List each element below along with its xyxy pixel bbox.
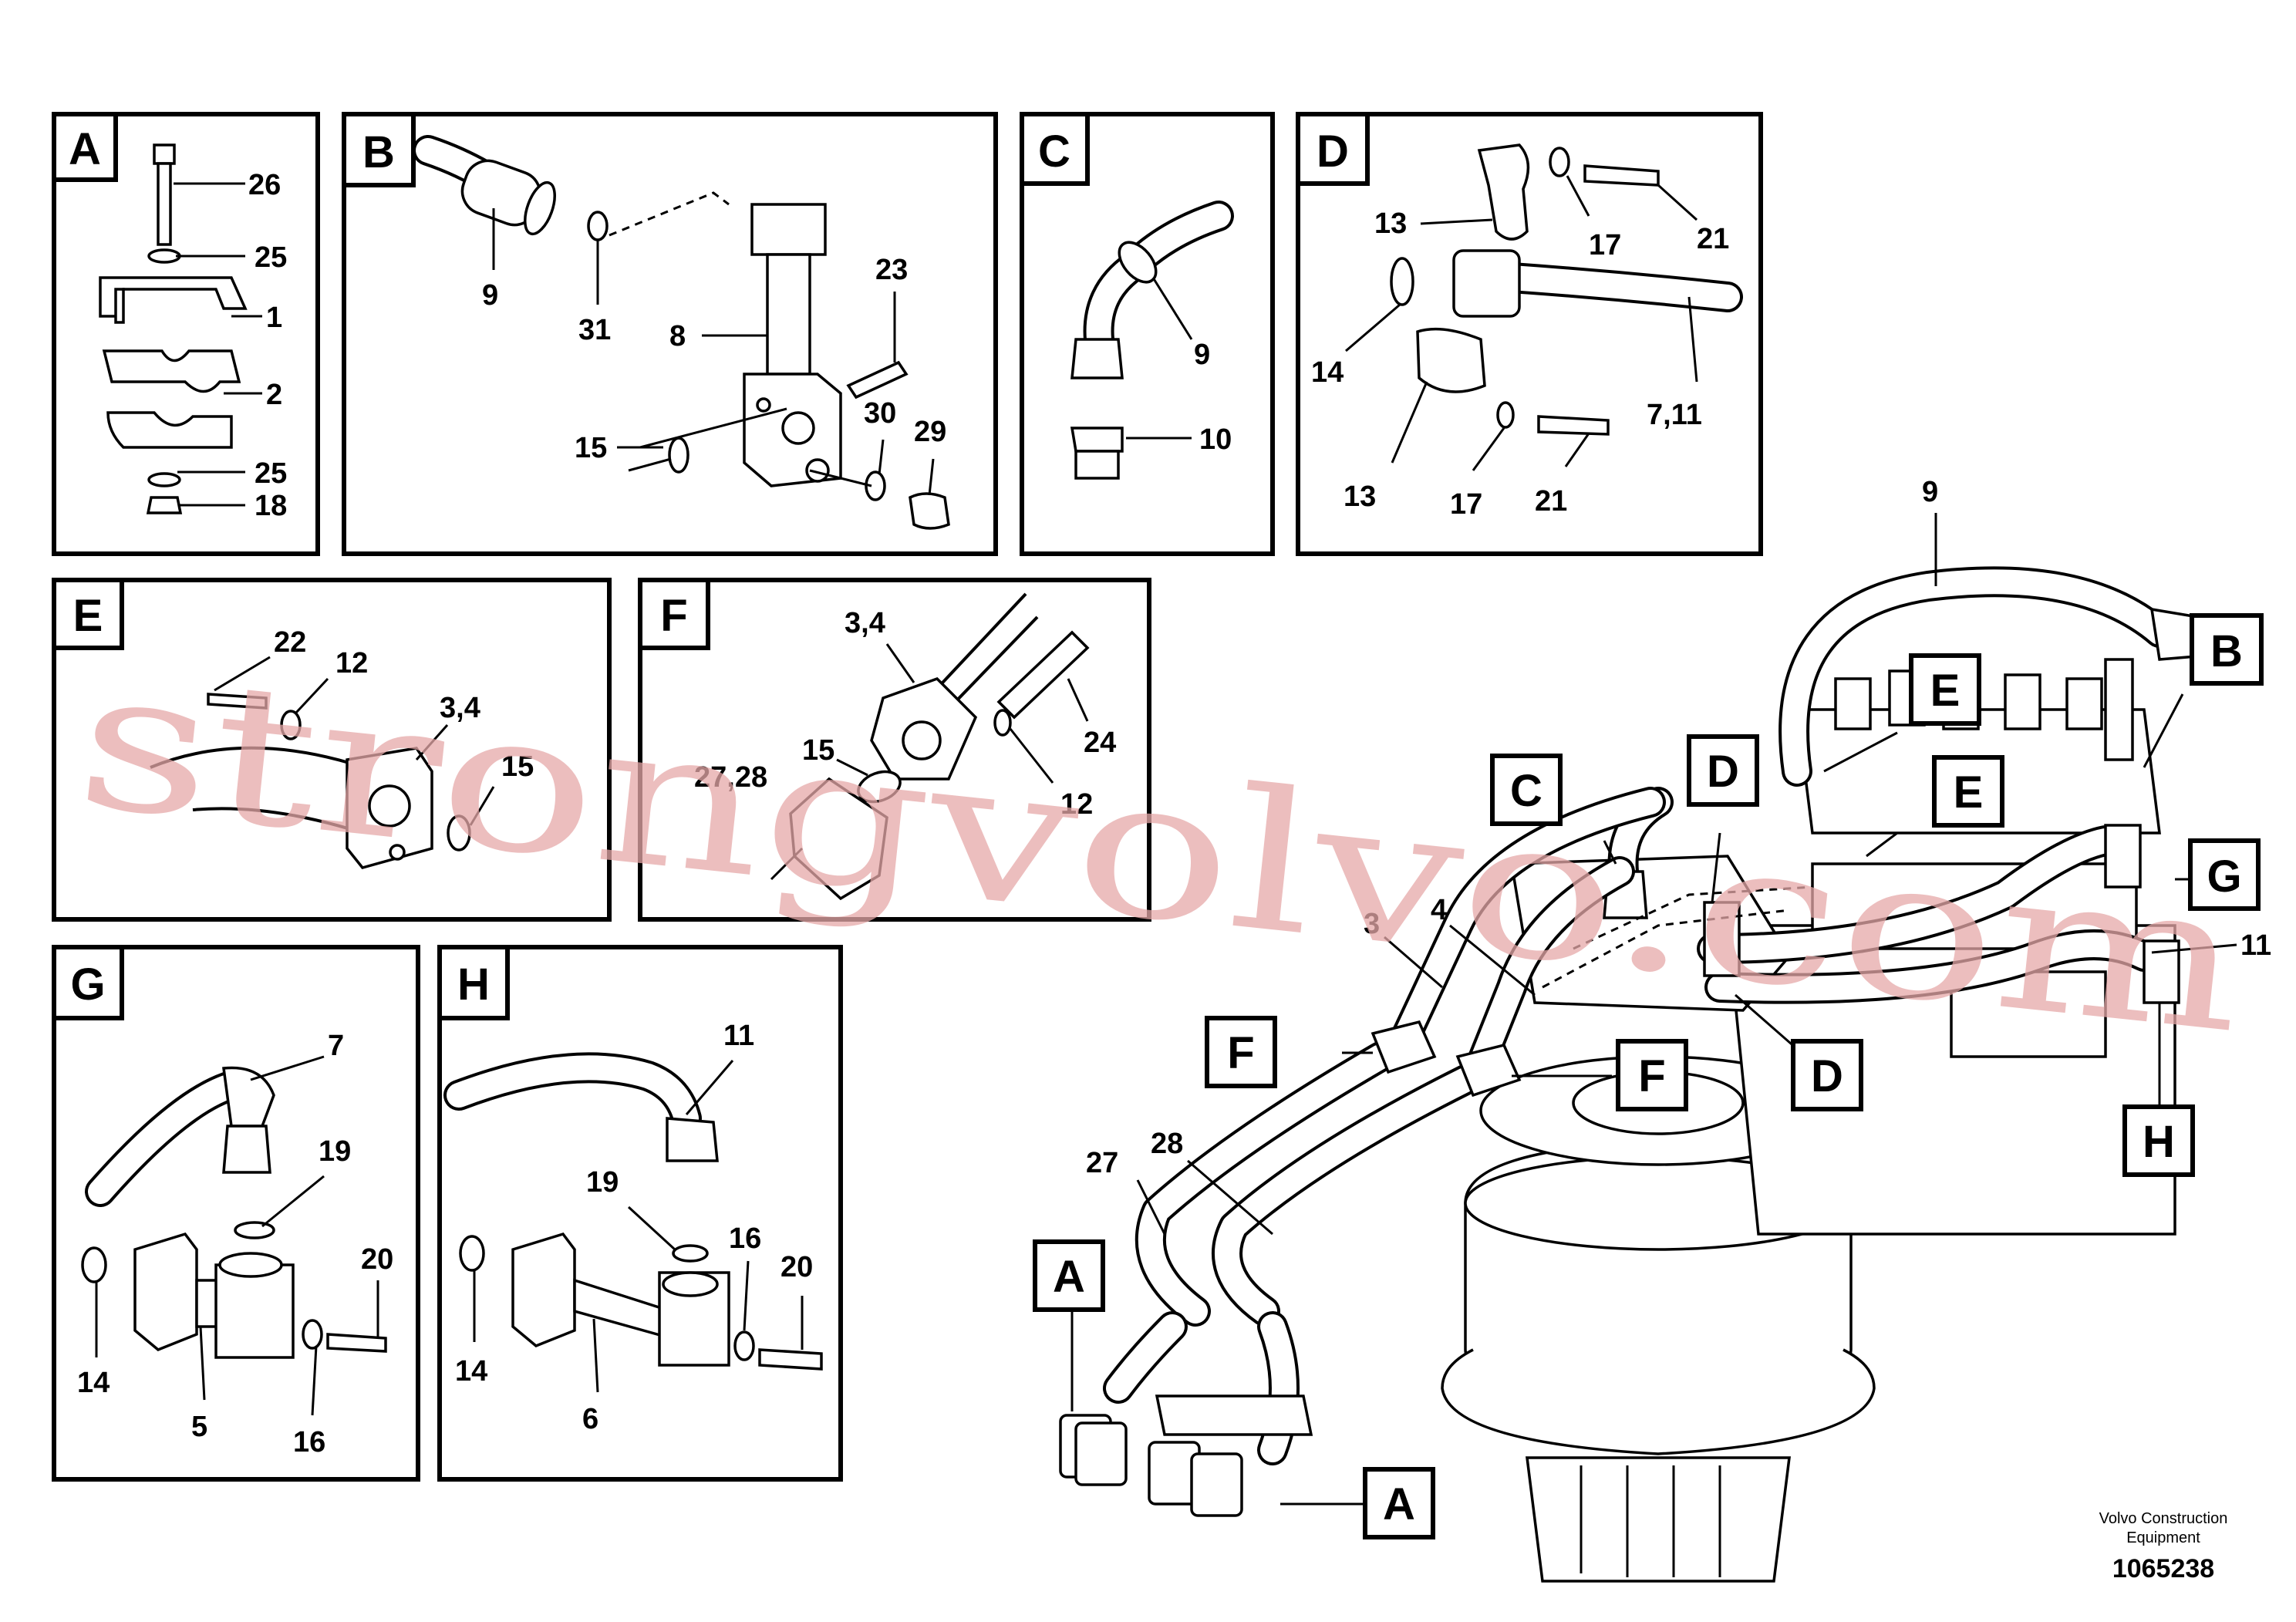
tag-letter: A <box>1383 1479 1415 1529</box>
tag-letter: F <box>1638 1051 1665 1101</box>
callout: 3,4 <box>845 607 885 639</box>
callout: 12 <box>1060 788 1093 821</box>
callout: 21 <box>1697 223 1729 255</box>
detail-panel-e: E 22 12 3,4 15 <box>52 578 612 922</box>
callout: 2 <box>266 379 282 411</box>
callout: 6 <box>582 1403 598 1435</box>
callout: 28 <box>1151 1128 1183 1160</box>
callout: 1 <box>266 302 282 334</box>
callout: 15 <box>802 734 834 767</box>
detail-panel-g: G 7 19 20 14 5 16 <box>52 945 420 1482</box>
callout: 30 <box>864 397 896 430</box>
panel-letter: B <box>362 127 395 177</box>
callout: 4 <box>1431 894 1447 926</box>
panel-letter: A <box>69 124 101 174</box>
callout: 14 <box>455 1355 487 1388</box>
figure-number: 1065238 <box>2112 1554 2214 1583</box>
callout: 29 <box>914 416 946 448</box>
tag-letter: F <box>1227 1028 1254 1078</box>
detail-panel-h: H 11 19 16 20 14 6 <box>437 945 843 1482</box>
tag-letter: G <box>2207 851 2241 902</box>
callout: 23 <box>875 254 908 286</box>
callout: 19 <box>319 1135 351 1168</box>
tag-letter: D <box>1811 1051 1843 1101</box>
panel-letter: D <box>1317 126 1349 177</box>
footer: Volvo Construction Equipment 1065238 <box>2099 1510 2228 1583</box>
detail-panel-f: F 3,4 15 24 12 27,28 <box>638 578 1151 922</box>
callout: 7,11 <box>1647 399 1702 431</box>
callout: 5 <box>191 1411 207 1443</box>
tag-letter: E <box>1930 666 1961 716</box>
callout: 10 <box>1199 423 1232 456</box>
brand-line-1: Volvo Construction <box>2099 1510 2228 1527</box>
callout: 27 <box>1086 1147 1118 1179</box>
tag-letter: E <box>1954 767 1984 818</box>
tag-letter: A <box>1053 1252 1085 1302</box>
callout: 16 <box>729 1222 761 1255</box>
panel-letter: G <box>70 959 105 1010</box>
callout: 8 <box>669 320 686 352</box>
callout: 24 <box>1084 727 1116 759</box>
panel-letter: H <box>457 959 490 1010</box>
callout: 14 <box>77 1367 110 1399</box>
panel-letter: C <box>1038 126 1070 177</box>
tag-letter: B <box>2210 626 2243 676</box>
callout: 15 <box>501 750 534 783</box>
callout: 27,28 <box>694 761 767 794</box>
detail-panel-c: C 9 10 <box>1020 112 1275 556</box>
callout: 13 <box>1344 481 1376 513</box>
callout: 9 <box>1194 339 1210 371</box>
callout: 17 <box>1589 229 1621 261</box>
callout: 13 <box>1374 207 1407 240</box>
tag-letter: D <box>1707 747 1739 797</box>
panel-letter: E <box>73 591 103 641</box>
callout: 25 <box>255 457 287 490</box>
callout: 19 <box>586 1166 619 1199</box>
tag-letter: H <box>2143 1117 2175 1167</box>
callout: 9 <box>482 279 498 312</box>
callout: 11 <box>723 1020 754 1052</box>
callout: 21 <box>1535 485 1567 518</box>
brand-line-2: Equipment <box>2126 1529 2200 1546</box>
callout: 9 <box>1922 476 1938 508</box>
callout: 14 <box>1311 356 1344 389</box>
callout: 7 <box>328 1030 344 1062</box>
callout: 20 <box>361 1243 393 1276</box>
callout: 12 <box>335 647 368 679</box>
callout: 3,4 <box>440 692 480 724</box>
main-assembly: 9 3 4 11 27 28 B E E D C G F F D H A A <box>1033 476 2271 1583</box>
callout: 15 <box>575 432 607 464</box>
callout: 25 <box>255 241 287 274</box>
callout: 18 <box>255 490 287 522</box>
callout: 3 <box>1364 908 1380 940</box>
panel-letter: F <box>660 591 687 641</box>
callout: 31 <box>578 314 611 346</box>
detail-panel-b: B 9 31 8 23 15 30 <box>342 112 998 556</box>
callout: 17 <box>1450 488 1482 521</box>
detail-panel-d: D 13 17 21 14 7,11 13 17 21 <box>1296 112 1763 556</box>
detail-panel-a: A 26 25 1 2 25 18 <box>52 112 320 556</box>
callout: 16 <box>293 1426 325 1458</box>
callout: 26 <box>248 169 281 201</box>
callout: 11 <box>2240 929 2271 962</box>
callout: 20 <box>781 1251 813 1283</box>
callout: 22 <box>274 626 306 659</box>
tag-letter: C <box>1510 766 1542 816</box>
